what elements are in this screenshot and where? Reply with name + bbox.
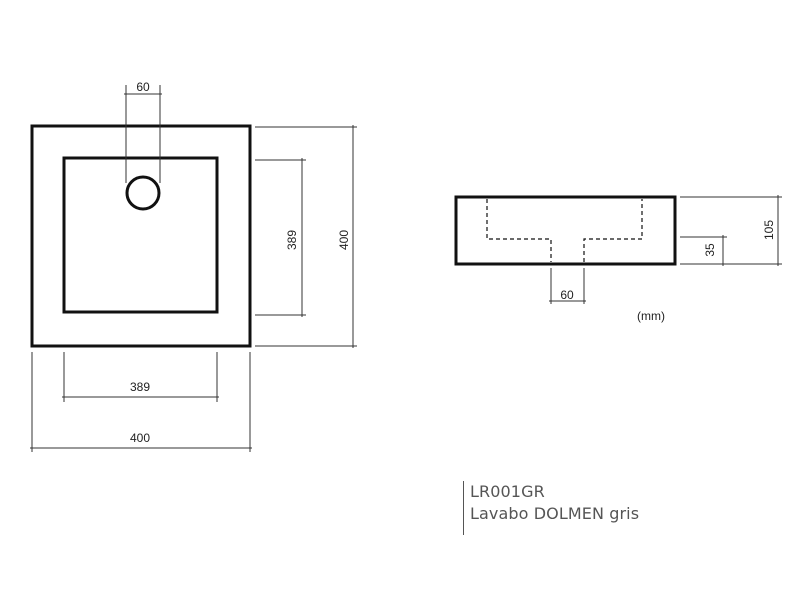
outer-height-label: 400 [337, 230, 351, 250]
base-height-dimension [680, 235, 727, 266]
drain-hole [125, 175, 161, 211]
outer-width-dimension [30, 352, 252, 452]
drain-width-dimension [124, 85, 162, 183]
total-height-dimension [680, 195, 782, 266]
total-height-label: 105 [762, 220, 776, 240]
top-view: 60 389 400 389 400 [30, 80, 357, 452]
basin-outer-outline [30, 124, 252, 348]
hidden-basin-line [486, 199, 643, 262]
product-name: Lavabo DOLMEN gris [470, 504, 640, 523]
outer-width-label: 400 [130, 431, 150, 445]
inner-height-label: 389 [285, 230, 299, 250]
inner-width-label: 389 [130, 380, 150, 394]
product-reference: LR001GR Lavabo DOLMEN gris [463, 481, 639, 535]
unit-label: (mm) [637, 309, 665, 323]
inner-width-dimension [62, 352, 219, 402]
side-drain-width-label: 60 [560, 288, 574, 302]
inner-height-dimension [255, 158, 306, 317]
basin-side-outline [454, 195, 677, 266]
drain-width-label: 60 [136, 80, 150, 94]
product-code: LR001GR [470, 482, 545, 501]
basin-inner-outline [62, 156, 219, 314]
side-view: 105 35 60 (mm) [454, 195, 782, 323]
side-drain-width-dimension [549, 268, 586, 304]
base-height-label: 35 [703, 243, 717, 257]
outer-height-dimension [255, 125, 357, 348]
